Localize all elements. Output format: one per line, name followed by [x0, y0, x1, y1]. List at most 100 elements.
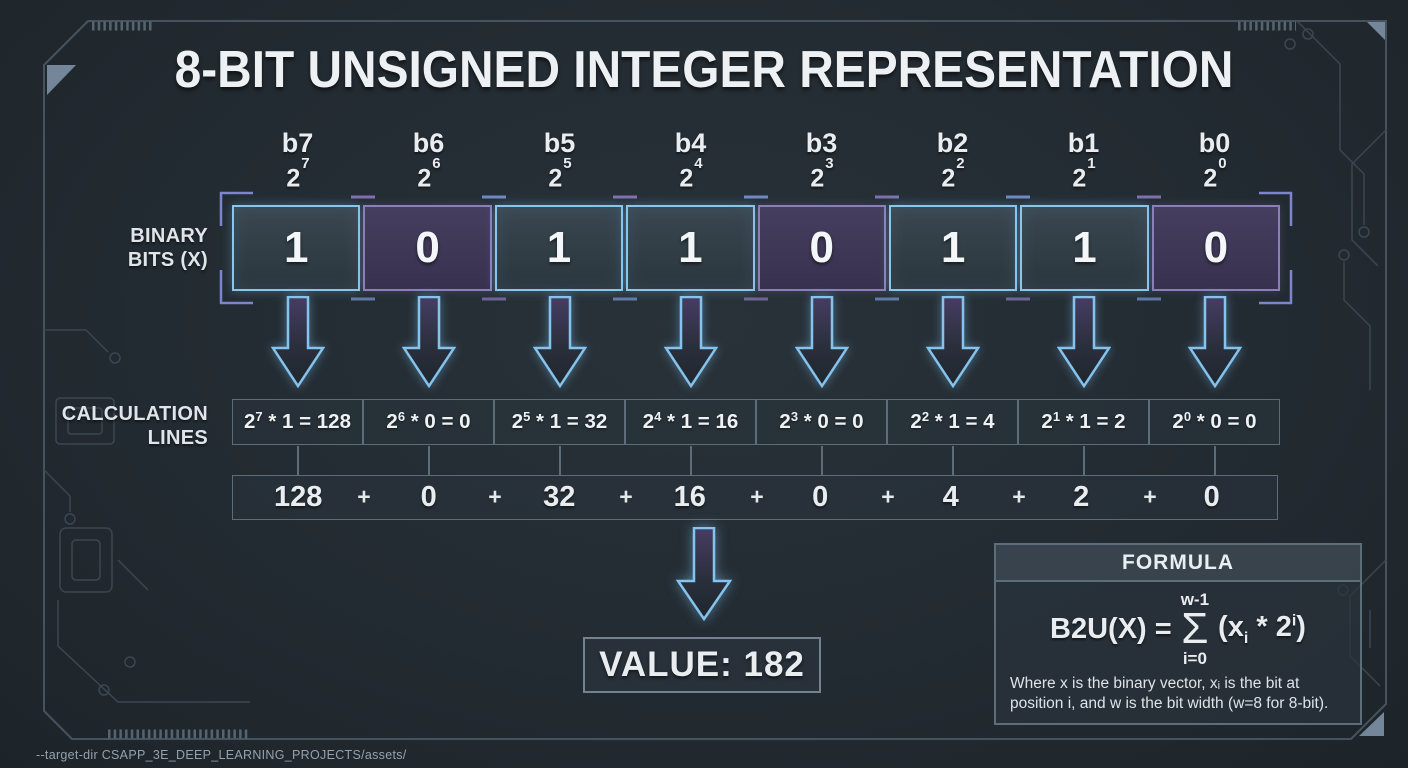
- bit-name: b6: [412, 128, 445, 158]
- down-arrow-icon: [925, 296, 980, 388]
- bit-cell-b0: 0: [1151, 205, 1280, 291]
- calculation-lines-label-line1: CALCULATION: [61, 403, 208, 425]
- bit-weight: 25: [548, 155, 572, 193]
- bit-weight: 22: [941, 155, 965, 193]
- connector-line: [494, 446, 625, 475]
- plus-sign: +: [1143, 482, 1157, 509]
- plus-sign: +: [357, 482, 371, 509]
- bit-position-label: b1 21: [1018, 130, 1149, 200]
- sum-term: 0: [812, 481, 829, 513]
- sum-term: 128: [274, 481, 323, 513]
- value-result-box: VALUE: 182: [583, 637, 821, 693]
- sum-terms-grid: 128 0 32 16 0 4 2 0: [233, 476, 1277, 519]
- down-arrow-icon: [1056, 296, 1111, 388]
- bit-position-label: b3 23: [756, 130, 887, 200]
- bit-name: b1: [1067, 128, 1100, 158]
- down-arrow-icon: [532, 296, 587, 388]
- sum-term: 16: [673, 481, 706, 513]
- footer-path-text: --target-dir CSAPP_3E_DEEP_LEARNING_PROJ…: [36, 748, 407, 762]
- down-arrow-icon: [270, 296, 325, 388]
- bit-cell-b6: 0: [363, 205, 492, 291]
- formula-header: FORMULA: [996, 545, 1360, 582]
- result-down-arrow-icon: [676, 527, 732, 621]
- summation-symbol: w-1 Σ i=0: [1181, 591, 1209, 667]
- arrow-wrap: [756, 296, 887, 390]
- bit-cell-b1: 1: [1020, 205, 1149, 291]
- bit-name: b3: [805, 128, 838, 158]
- arrow-wrap: [1149, 296, 1280, 390]
- sum-term: 2: [1073, 481, 1090, 513]
- sum-term: 4: [942, 481, 959, 513]
- formula-rhs: (xi * 2i): [1218, 610, 1306, 647]
- bit-position-label: b5 25: [494, 130, 625, 200]
- sigma-glyph: Σ: [1181, 604, 1209, 654]
- formula-expression: B2U(X) = w-1 Σ i=0 (xi * 2i): [996, 584, 1360, 674]
- summation-upper-bound: w-1: [1180, 590, 1210, 610]
- binary-bits-label-line1: BINARY: [130, 225, 208, 247]
- formula-box: FORMULA B2U(X) = w-1 Σ i=0 (xi * 2i) Whe…: [994, 543, 1362, 725]
- arrow-wrap: [625, 296, 756, 390]
- calculation-lines-label: CALCULATION LINES: [0, 402, 208, 451]
- bit-name: b5: [543, 128, 576, 158]
- down-arrow-icon: [1187, 296, 1242, 388]
- binary-bits-label-line2: BITS (X): [127, 249, 208, 272]
- connector-line: [756, 446, 887, 475]
- bit-weight: 20: [1203, 155, 1227, 193]
- bit-cell-b3: 0: [757, 205, 886, 291]
- bit-arrows-row: [232, 296, 1280, 390]
- bit-cell-b7: 1: [232, 205, 361, 291]
- connector-line: [887, 446, 1018, 475]
- bit-position-label: b0 20: [1149, 130, 1280, 200]
- arrow-wrap: [494, 296, 625, 390]
- summation-lower-bound: i=0: [1182, 648, 1207, 668]
- bit-weight: 27: [286, 155, 310, 193]
- arrow-wrap: [363, 296, 494, 390]
- bit-cell-b2: 1: [888, 205, 1018, 291]
- page-title: 8-BIT UNSIGNED INTEGER REPRESENTATION: [174, 41, 1234, 99]
- down-arrow-icon: [794, 296, 849, 388]
- bit-position-label: b7 27: [232, 130, 363, 200]
- formula-lhs: B2U(X) =: [1050, 612, 1172, 645]
- bit-position-labels-row: b7 27 b6 26 b5 25 b4 24 b3 23 b2 22 b1 2…: [232, 130, 1280, 200]
- bit-name: b2: [936, 128, 969, 158]
- connector-line: [363, 446, 494, 475]
- arrow-wrap: [1018, 296, 1149, 390]
- bit-name: b0: [1198, 128, 1231, 158]
- bit-position-label: b6 26: [363, 130, 494, 200]
- connector-row: [232, 446, 1280, 475]
- arrow-wrap: [887, 296, 1018, 390]
- down-arrow-icon: [663, 296, 718, 388]
- connector-line: [1149, 446, 1280, 475]
- binary-bits-label: BINARY BITS (X): [0, 224, 208, 273]
- plus-sign: +: [488, 482, 502, 509]
- bit-weight: 23: [810, 155, 834, 193]
- plus-sign: +: [1012, 482, 1026, 509]
- sum-term: 0: [1203, 481, 1220, 513]
- bit-weight: 24: [679, 155, 703, 193]
- bit-weight: 26: [417, 155, 441, 193]
- formula-note: Where x is the binary vector, xᵢ is the …: [1010, 675, 1329, 713]
- arrow-wrap: [232, 296, 363, 390]
- bit-name: b4: [674, 128, 707, 158]
- bit-cell-b5: 1: [494, 205, 624, 291]
- bit-cell-b4: 1: [626, 205, 755, 291]
- sum-term: 32: [543, 481, 576, 513]
- bit-position-label: b2 22: [887, 130, 1018, 200]
- connector-line: [1018, 446, 1149, 475]
- bit-name: b7: [281, 128, 314, 158]
- bit-weight: 21: [1072, 155, 1096, 193]
- sum-term: 0: [420, 481, 437, 513]
- calculation-lines-label-line2: LINES: [147, 427, 208, 450]
